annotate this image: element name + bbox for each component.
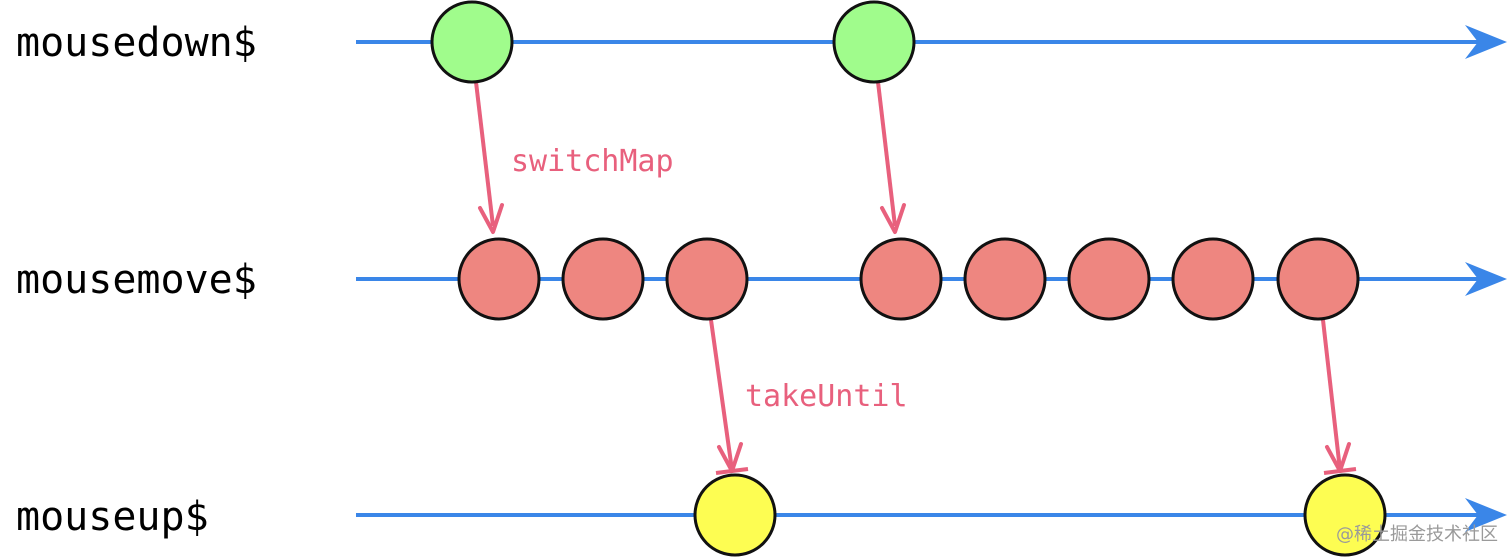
stream-label-mousemove: mousemove$: [16, 257, 257, 303]
mousemove-event: [1067, 237, 1151, 321]
mousemove-event: [561, 237, 645, 321]
mousemove-event: [457, 237, 541, 321]
switchmap-arrow-1: [474, 81, 504, 234]
timeline-mousedown: [356, 25, 1507, 59]
takeuntil-arrow-1: [709, 319, 749, 475]
watermark: @稀土掘金技术社区: [1336, 524, 1498, 545]
mousemove-event: [963, 237, 1047, 321]
mousemove-event: [1276, 237, 1360, 321]
operator-label-switchmap: switchMap: [511, 144, 674, 179]
switchmap-arrow-2: [876, 81, 906, 234]
timeline-arrowhead-icon: [1465, 25, 1507, 59]
mouseup-event: [693, 473, 777, 557]
mousedown-event: [430, 0, 514, 84]
operator-label-takeuntil: takeUntil: [745, 379, 908, 414]
mousemove-event: [665, 237, 749, 321]
stream-label-mousedown: mousedown$: [16, 20, 257, 66]
mouseup-event: [1303, 473, 1387, 557]
stream-label-mouseup: mouseup$: [16, 494, 209, 540]
takeuntil-arrow-2: [1321, 319, 1357, 475]
timeline-mouseup: [356, 498, 1507, 532]
mousedown-event: [832, 0, 916, 84]
timeline-arrowhead-icon: [1465, 498, 1507, 532]
mousemove-event: [1171, 237, 1255, 321]
timeline-arrowhead-icon: [1465, 262, 1507, 296]
mousemove-event: [859, 237, 943, 321]
